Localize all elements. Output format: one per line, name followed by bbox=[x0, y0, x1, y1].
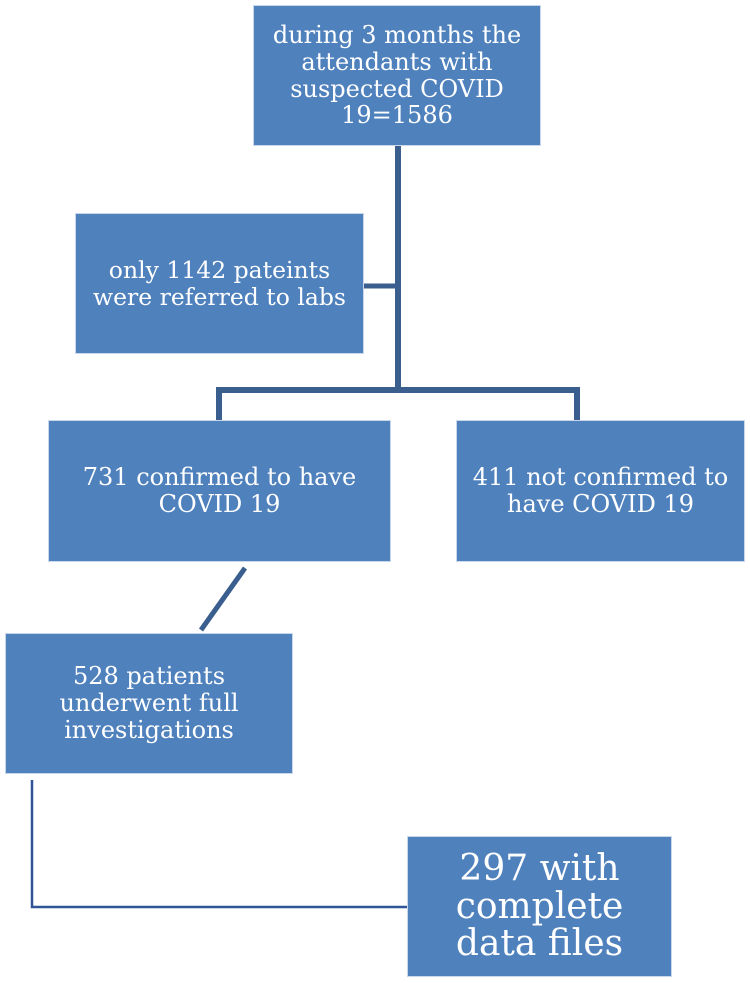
elbow-line bbox=[30, 780, 407, 909]
full-investigations-text: 528 patients underwent full investigatio… bbox=[59, 662, 239, 744]
referred-to-labs-box: only 1142 pateints were referred to labs bbox=[75, 213, 364, 354]
complete-data-box: 297 with complete data files bbox=[407, 836, 672, 977]
suspected-cases-text: during 3 months the attendants with susp… bbox=[272, 20, 522, 130]
full-investigations-box: 528 patients underwent full investigatio… bbox=[5, 633, 293, 774]
diagonal-line bbox=[198, 566, 248, 632]
confirmed-covid-text: 731 confirmed to have COVID 19 bbox=[82, 463, 357, 518]
not-confirmed-covid-text: 411 not confirmed to have COVID 19 bbox=[472, 463, 729, 518]
confirmed-covid-box: 731 confirmed to have COVID 19 bbox=[48, 420, 391, 562]
not-confirmed-covid-box: 411 not confirmed to have COVID 19 bbox=[456, 420, 745, 562]
referred-to-labs-text: only 1142 pateints were referred to labs bbox=[93, 256, 346, 311]
complete-data-text: 297 with complete data files bbox=[455, 847, 624, 965]
suspected-cases-box: during 3 months the attendants with susp… bbox=[253, 5, 541, 146]
